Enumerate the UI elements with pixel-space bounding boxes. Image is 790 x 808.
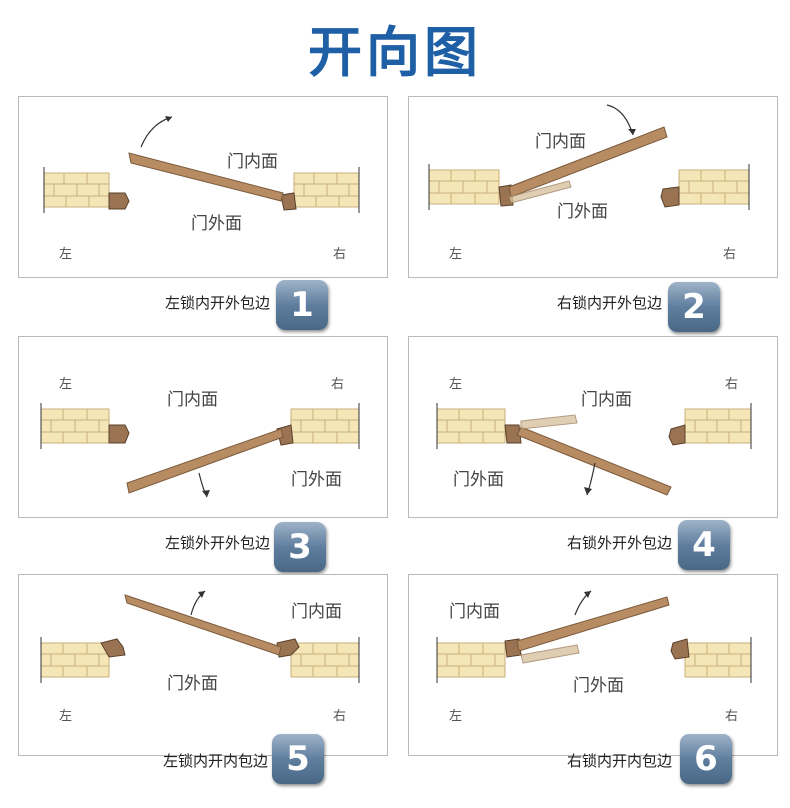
right-wall	[290, 637, 360, 683]
right-frame	[670, 638, 690, 660]
door-diagram-4	[436, 403, 752, 496]
swing-arrow	[606, 104, 634, 136]
number-badge-4: 4	[678, 520, 730, 570]
outer-face-label: 门外面	[573, 676, 624, 696]
door-diagram-1	[43, 116, 360, 213]
left-wall	[436, 637, 506, 683]
left-frame	[100, 638, 126, 658]
caption-4: 右锁外开外包边	[566, 534, 672, 552]
right-wall	[684, 637, 752, 683]
door-diagram-5	[40, 590, 360, 683]
right-frame	[280, 192, 297, 211]
door-leaf	[126, 428, 284, 494]
left-side-label: 左	[449, 377, 463, 392]
number-badge-3: 3	[274, 522, 326, 572]
inner-face-label: 门内面	[291, 602, 342, 622]
right-side-label: 右	[333, 247, 347, 262]
left-side-label: 左	[59, 377, 73, 392]
diagram-panel-4: 门内面 门外面 左 右	[408, 336, 778, 518]
left-wall	[436, 403, 506, 449]
left-side-label: 左	[449, 709, 463, 724]
left-side-label: 左	[59, 247, 73, 262]
diagram-panel-5: 门内面 门外面 左 右	[18, 574, 388, 756]
door-leaf	[508, 126, 668, 198]
page-title: 开向图	[308, 21, 482, 84]
door-leaf	[516, 426, 672, 496]
door-leaf	[516, 596, 670, 652]
inner-face-label: 门内面	[167, 390, 218, 410]
caption-5: 左锁内开内包边	[162, 752, 268, 770]
door-shadow	[508, 180, 572, 204]
right-side-label: 右	[333, 709, 347, 724]
swing-arrow	[140, 116, 173, 148]
right-frame	[660, 186, 680, 208]
number-badge-5: 5	[272, 734, 324, 784]
right-wall	[678, 164, 750, 210]
left-side-label: 左	[59, 709, 73, 724]
caption-3: 左锁外开外包边	[164, 534, 270, 552]
caption-1: 左锁内开外包边	[164, 294, 270, 312]
left-wall	[40, 403, 110, 449]
right-wall	[290, 403, 360, 449]
right-side-label: 右	[725, 709, 739, 724]
right-wall	[293, 167, 360, 213]
outer-face-label: 门外面	[453, 470, 504, 490]
left-frame	[108, 424, 130, 444]
number-badge-2: 2	[668, 282, 720, 332]
inner-face-label: 门内面	[581, 390, 632, 410]
inner-face-label: 门内面	[535, 132, 586, 152]
number-badge-6: 6	[680, 734, 732, 784]
right-side-label: 右	[723, 247, 737, 262]
inner-face-label: 门内面	[449, 602, 500, 622]
diagram-panel-3: 门内面 门外面 左 右	[18, 336, 388, 518]
left-wall	[428, 164, 500, 210]
left-side-label: 左	[449, 247, 463, 262]
left-frame	[504, 424, 522, 444]
door-shadow	[520, 414, 578, 430]
door-diagram-2	[428, 104, 750, 210]
door-diagram-3	[40, 403, 360, 498]
outer-face-label: 门外面	[167, 674, 218, 694]
door-leaf	[124, 594, 282, 656]
caption-2: 右锁内开外包边	[556, 294, 662, 312]
right-wall	[684, 403, 752, 449]
left-wall	[43, 167, 110, 213]
door-diagram-6	[436, 590, 752, 683]
inner-face-label: 门内面	[227, 152, 278, 172]
right-frame	[668, 424, 686, 446]
door-shadow	[520, 644, 580, 664]
left-frame	[108, 192, 130, 210]
right-side-label: 右	[331, 377, 345, 392]
diagram-panel-2: 门内面 门外面 左 右	[408, 96, 778, 278]
caption-6: 右锁内开内包边	[566, 752, 672, 770]
left-wall	[40, 637, 110, 683]
number-badge-1: 1	[276, 280, 328, 330]
outer-face-label: 门外面	[291, 470, 342, 490]
door-leaf	[128, 152, 284, 202]
diagram-panel-6: 门内面 门外面 左 右	[408, 574, 778, 756]
outer-face-label: 门外面	[191, 214, 242, 234]
right-side-label: 右	[725, 377, 739, 392]
outer-face-label: 门外面	[557, 202, 608, 222]
diagram-panel-1: 门内面 门外面 左 右	[18, 96, 388, 278]
